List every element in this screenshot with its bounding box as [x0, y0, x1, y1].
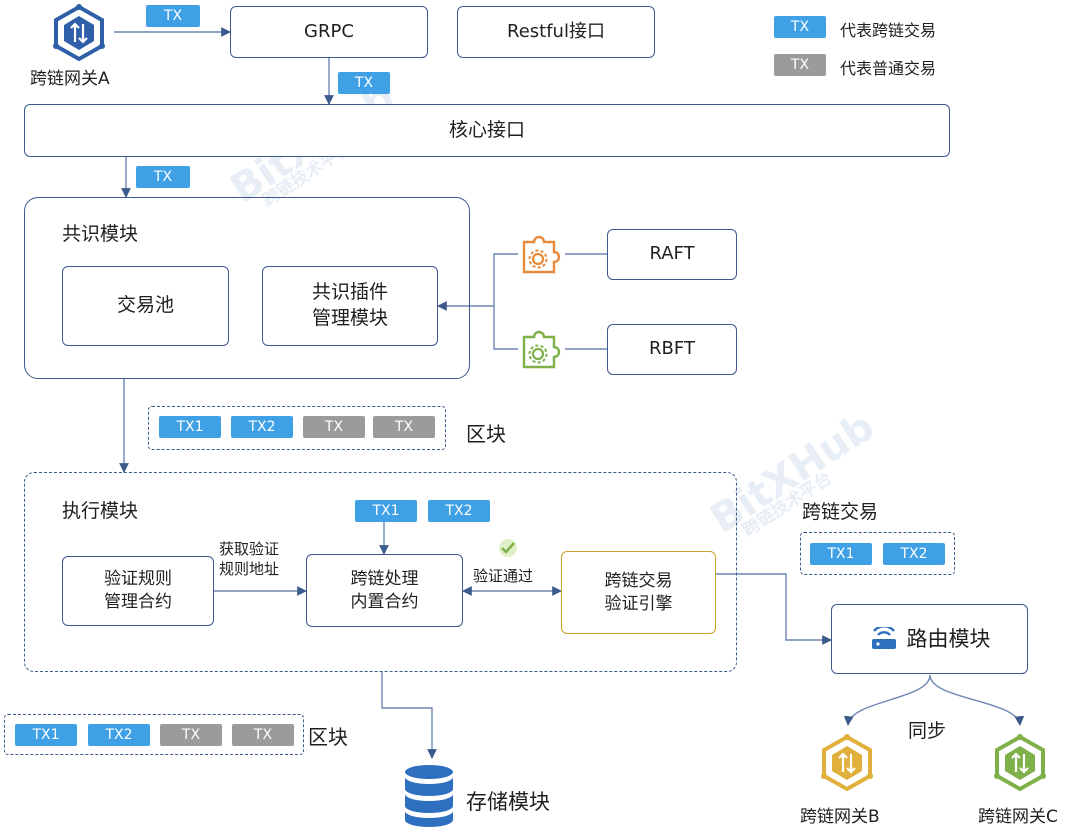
line-plugins-join — [493, 253, 518, 350]
arrow-router-to-gateway-c — [929, 674, 1025, 726]
fetch-line1: 获取验证 — [219, 540, 280, 558]
rbft-box: RBFT — [607, 324, 737, 375]
handler-contract-box: 跨链处理 内置合约 — [306, 554, 463, 627]
verify-engine-box: 跨链交易 验证引擎 — [561, 551, 716, 634]
block-container-2 — [4, 714, 304, 755]
fetch-line2: 规则地址 — [219, 559, 280, 578]
gateway-a-label: 跨链网关A — [30, 69, 110, 89]
consensus-module — [24, 197, 470, 379]
legend-tx-blue: TX — [774, 16, 826, 38]
sync-label: 同步 — [908, 720, 947, 742]
cross-chain-tx2: TX2 — [883, 543, 945, 565]
legend-cross-chain-label: 代表跨链交易 — [840, 21, 937, 40]
block1-tx2: TX2 — [231, 416, 293, 438]
block2-tx2: TX2 — [88, 724, 150, 746]
execution-module — [24, 472, 737, 672]
gateway-b-icon — [820, 734, 874, 792]
core-interface-box: 核心接口 — [24, 104, 950, 157]
execution-title: 执行模块 — [62, 500, 139, 522]
router-module-box: 路由模块 — [831, 604, 1028, 674]
handler-line2: 内置合约 — [350, 591, 419, 612]
plugin-manager-line2: 管理模块 — [311, 307, 388, 329]
grpc-box: GRPC — [230, 6, 428, 58]
block1-tx3: TX — [303, 416, 365, 438]
router-icon — [869, 625, 899, 651]
arrow-exec-to-router — [716, 573, 832, 645]
block2-tx4: TX — [232, 724, 294, 746]
database-icon — [402, 764, 456, 828]
gateway-c-icon — [993, 734, 1047, 792]
block-label-1: 区块 — [466, 422, 506, 446]
arrow-exec-to-storage — [381, 672, 437, 759]
legend-normal-label: 代表普通交易 — [840, 59, 937, 78]
block1-tx4: TX — [373, 416, 435, 438]
fetch-rule-label: 获取验证 规则地址 — [219, 540, 279, 579]
consensus-plugin-manager: 共识插件 管理模块 — [262, 266, 438, 346]
raft-box: RAFT — [607, 229, 737, 280]
exec-tx1: TX1 — [355, 500, 417, 522]
block1-tx1: TX1 — [159, 416, 221, 438]
engine-line2: 验证引擎 — [604, 593, 673, 614]
rbft-plugin-icon — [518, 327, 564, 371]
restful-box: Restful接口 — [457, 6, 655, 58]
cross-chain-tx1: TX1 — [810, 543, 872, 565]
tx-tag-grpc: TX — [338, 72, 390, 94]
txpool-box: 交易池 — [62, 266, 229, 346]
raft-plugin-icon — [518, 232, 564, 276]
exec-tx2: TX2 — [428, 500, 490, 522]
storage-label: 存储模块 — [466, 790, 550, 814]
arrow-router-to-gateway-b — [843, 674, 931, 726]
block2-tx3: TX — [160, 724, 222, 746]
tx-tag-core: TX — [136, 166, 190, 188]
gateway-b-label: 跨链网关B — [800, 807, 880, 827]
rules-line2: 管理合约 — [104, 592, 172, 612]
plugin-manager-line1: 共识插件 — [311, 281, 388, 304]
block-container-1 — [148, 406, 446, 450]
rules-contract-box: 验证规则 管理合约 — [62, 556, 214, 626]
block2-tx1: TX1 — [15, 724, 77, 746]
gateway-a-icon — [52, 4, 106, 62]
rules-line1: 验证规则 — [104, 569, 172, 590]
cross-chain-tx-title: 跨链交易 — [802, 501, 879, 523]
engine-line1: 跨链交易 — [604, 570, 673, 591]
check-icon — [497, 538, 519, 558]
consensus-title: 共识模块 — [62, 223, 139, 245]
legend-tx-gray: TX — [774, 54, 826, 76]
verify-pass-label: 验证通过 — [473, 567, 534, 585]
tx-tag-gateway: TX — [146, 5, 200, 27]
handler-line1: 跨链处理 — [350, 568, 419, 589]
cross-chain-tx-container — [800, 532, 955, 575]
router-label: 路由模块 — [906, 626, 991, 651]
gateway-c-label: 跨链网关C — [978, 807, 1058, 827]
block-label-2: 区块 — [308, 725, 348, 749]
